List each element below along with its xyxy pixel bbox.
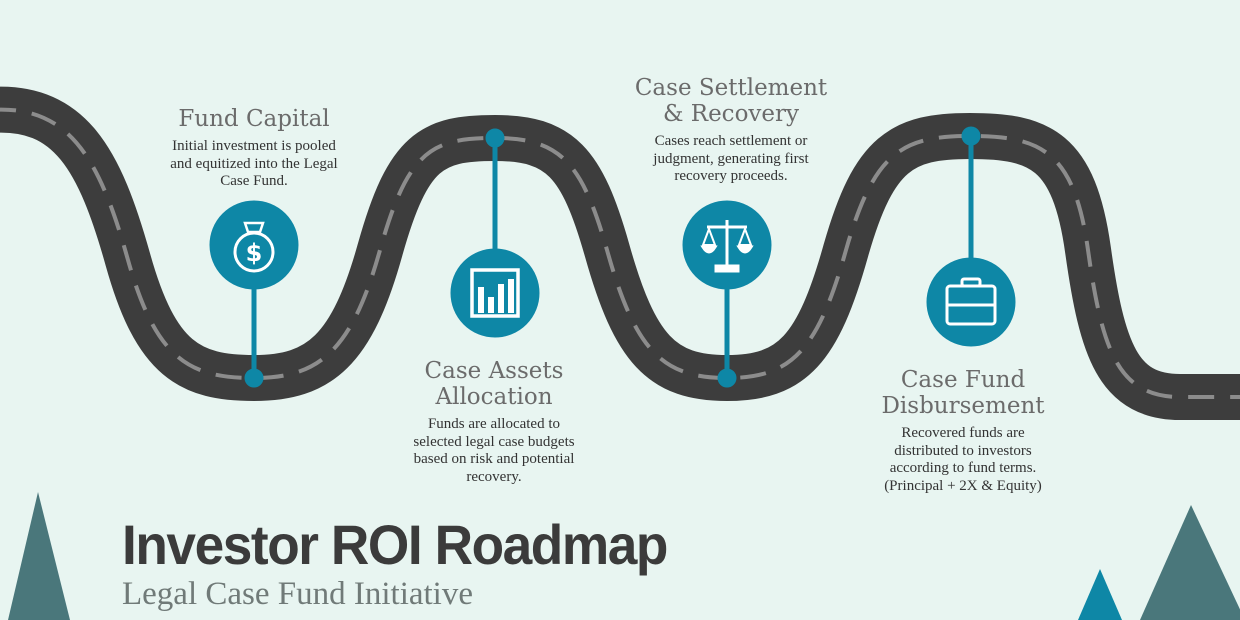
road	[0, 86, 1240, 420]
bar-chart-icon	[470, 268, 520, 318]
step-case-settlement-recovery: Case Settlement & Recovery Cases reach s…	[635, 75, 827, 186]
money-bag-icon: $	[233, 221, 275, 273]
page-subtitle: Legal Case Fund Initiative	[122, 576, 473, 612]
desc-line: recovery.	[466, 468, 522, 485]
desc-line: selected legal case budgets	[413, 433, 575, 450]
step-title: Fund Capital	[170, 106, 337, 132]
desc-line: recovery proceeds.	[674, 168, 788, 184]
step-title: Case Settlement & Recovery	[635, 75, 827, 127]
step-case-assets-allocation: Case Assets Allocation Funds are allocat…	[413, 358, 574, 486]
desc-line: Case Fund.	[220, 173, 288, 189]
desc-line: based on risk and potential	[413, 451, 575, 467]
title-line: Fund Capital	[178, 106, 330, 132]
desc-line: Cases reach settlement or	[654, 133, 808, 149]
tree-right-small	[1078, 569, 1122, 620]
step-title: Case Fund Disbursement	[881, 367, 1044, 419]
title-line: Allocation	[435, 384, 553, 410]
desc-line: Recovered funds are	[901, 425, 1025, 441]
desc-line: Funds are allocated to	[427, 416, 561, 432]
page-title: Investor ROI Roadmap	[122, 513, 668, 576]
desc-line: (Principal + 2X & Equity)	[884, 477, 1042, 494]
step-description: Initial investment is pooled and equitiz…	[170, 138, 337, 191]
title-line: Disbursement	[881, 393, 1045, 419]
desc-line: and equitized into the Legal	[170, 155, 338, 172]
title-line: Case Settlement	[634, 75, 828, 101]
desc-line: Initial investment is pooled	[172, 138, 336, 154]
svg-text:$: $	[246, 239, 263, 267]
step-case-fund-disbursement: Case Fund Disbursement Recovered funds a…	[881, 367, 1044, 495]
title-line: & Recovery	[662, 101, 800, 127]
desc-line: according to fund terms.	[889, 460, 1037, 476]
desc-line: distributed to investors	[894, 442, 1032, 459]
milestone-pin-1	[209, 200, 299, 388]
tree-right-large	[1140, 505, 1240, 620]
step-title: Case Assets Allocation	[413, 358, 574, 410]
step-description: Cases reach settlement or judgment, gene…	[635, 133, 827, 186]
step-fund-capital: Fund Capital Initial investment is poole…	[170, 106, 337, 191]
title-line: Case Fund	[900, 367, 1026, 393]
briefcase-icon	[945, 277, 997, 326]
step-description: Funds are allocated to selected legal ca…	[413, 416, 574, 486]
tree-left	[8, 492, 70, 620]
desc-line: judgment, generating first	[653, 150, 809, 167]
step-description: Recovered funds are distributed to inves…	[881, 425, 1044, 495]
scales-icon	[700, 220, 754, 273]
title-line: Case Assets	[424, 358, 564, 384]
